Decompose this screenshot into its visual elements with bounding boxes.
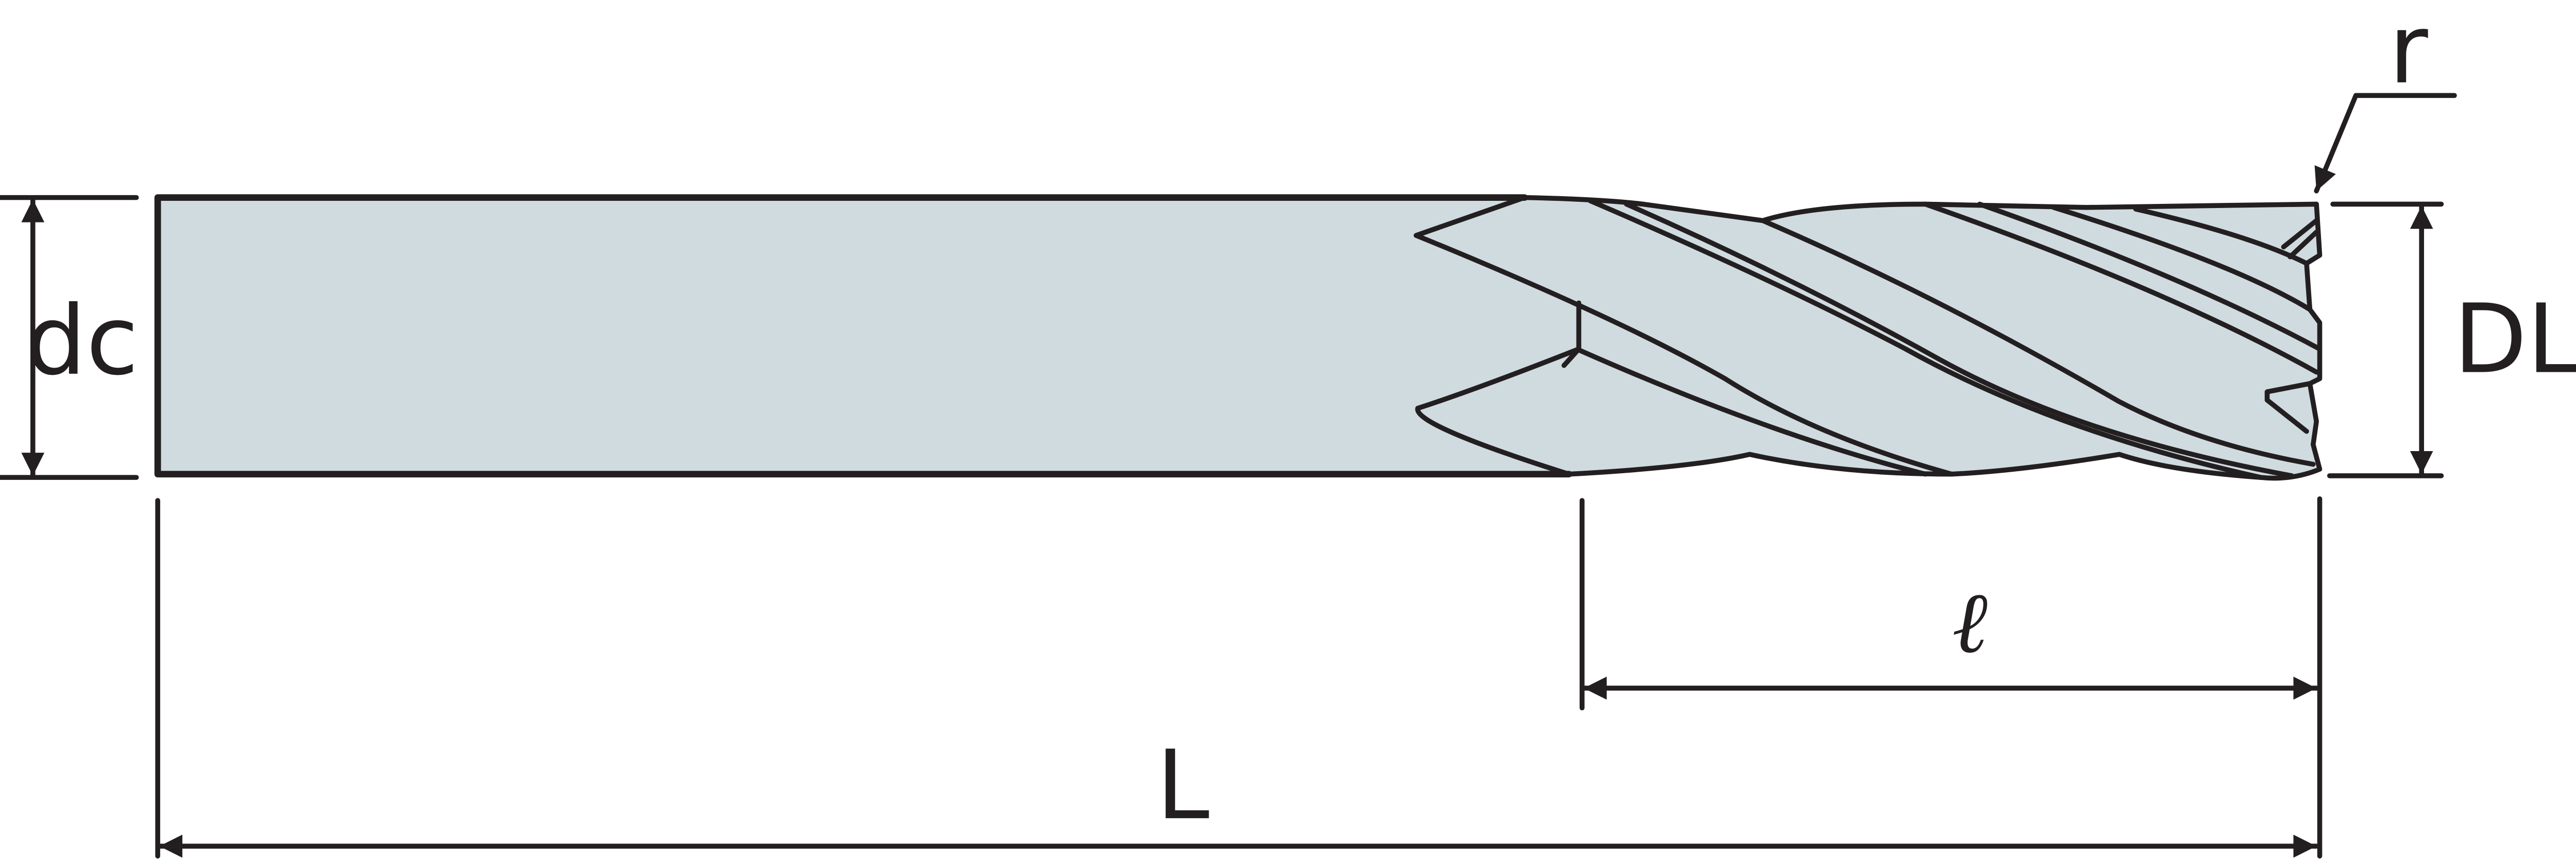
helix-line-8 <box>1578 348 1928 477</box>
helix-line-5 <box>1977 201 2323 352</box>
dimension-r: r <box>2314 0 2457 194</box>
L-label: L <box>1156 730 1209 841</box>
flute-runout-upper <box>1413 195 1955 477</box>
helix-line-1 <box>1587 198 2263 480</box>
tip-facet-upper <box>2281 218 2319 260</box>
dc-label: dc <box>26 285 139 396</box>
dimension-l: ℓ <box>1580 496 2323 859</box>
r-leader <box>2314 93 2457 194</box>
dimension-dc: dc <box>0 195 139 480</box>
DL-label: DL <box>2453 283 2576 394</box>
flute-runout-lower <box>1415 346 1582 477</box>
helix-line-6 <box>2051 205 2313 312</box>
l-label: ℓ <box>1952 573 1988 673</box>
shank-outline <box>154 194 1572 478</box>
dimension-DL: DL <box>2327 201 2576 478</box>
cutting-end <box>2258 201 2323 481</box>
helix-line-2 <box>1624 201 2295 478</box>
helix-line-3 <box>1760 218 2316 467</box>
tip-facet-lower <box>2264 381 2313 434</box>
r-label: r <box>2389 0 2429 105</box>
tool-silhouette <box>158 197 2320 478</box>
helix-line-4 <box>1923 201 2319 375</box>
end-mill-tool <box>154 194 2323 481</box>
dimension-L: L <box>155 498 2319 859</box>
